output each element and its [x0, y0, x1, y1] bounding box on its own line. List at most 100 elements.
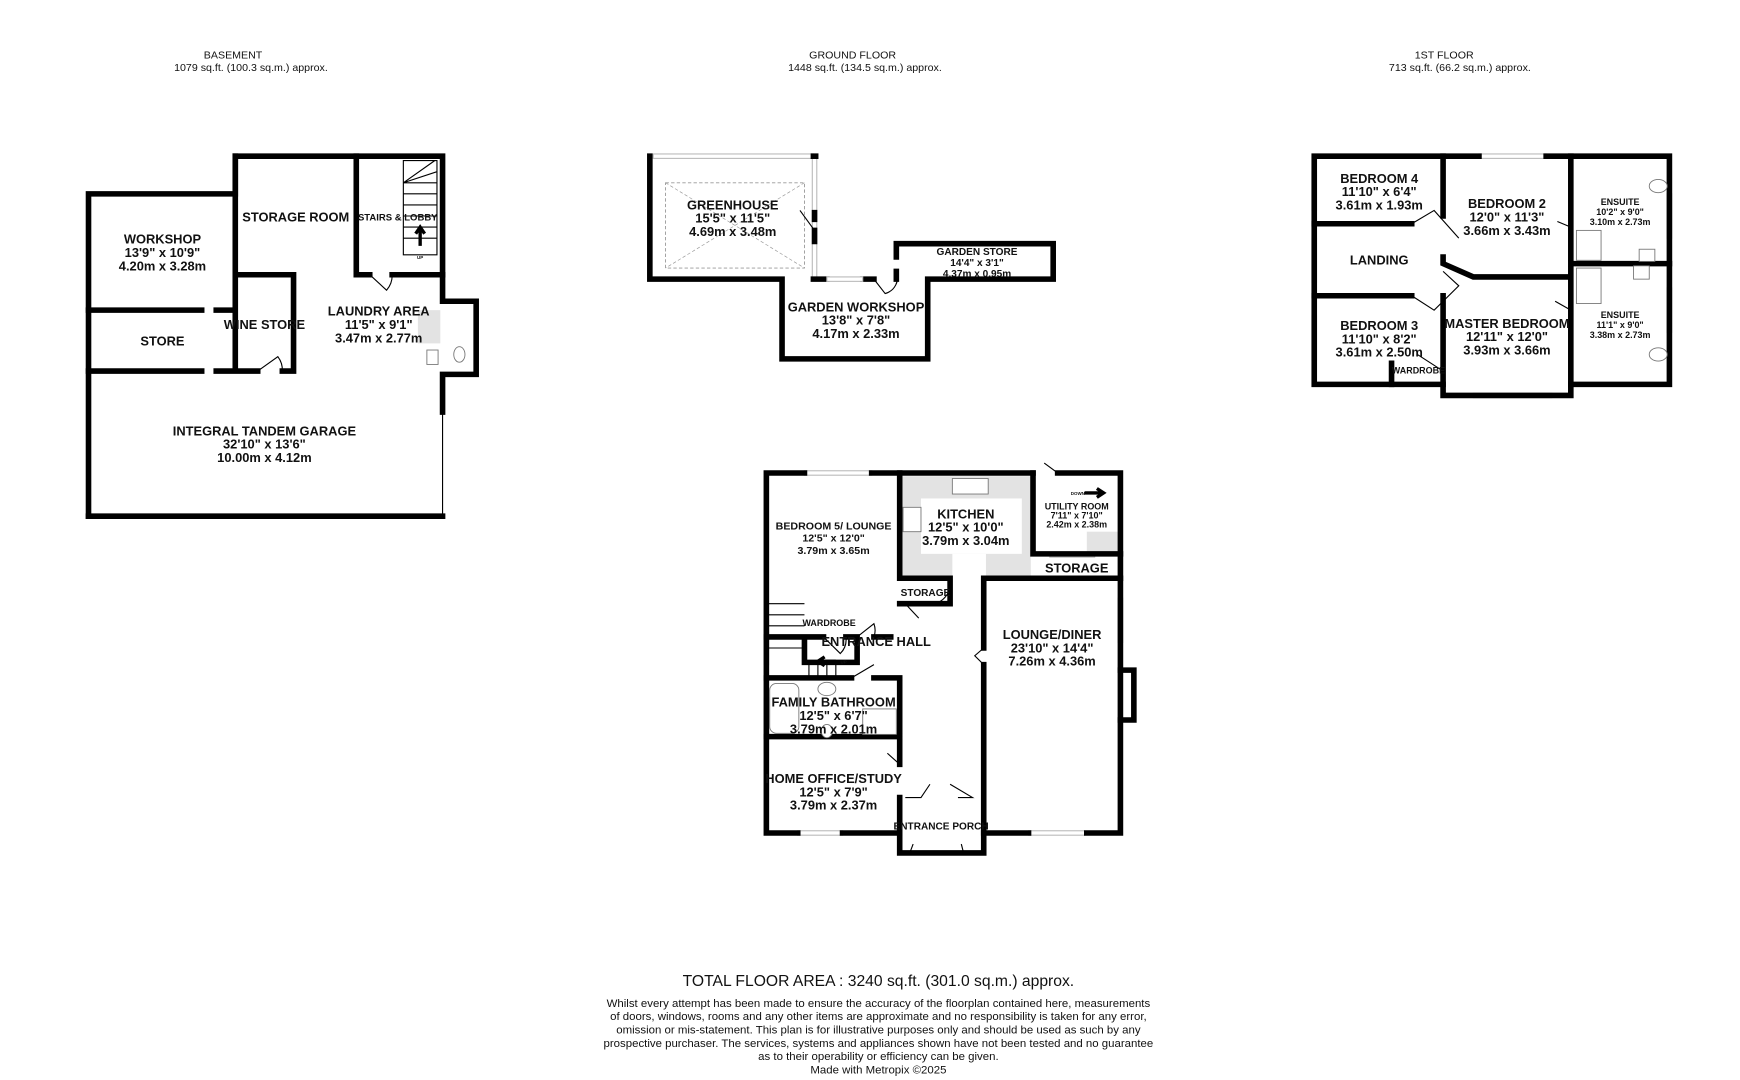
door-swing-icon — [369, 274, 393, 292]
utility-counter — [1086, 531, 1119, 552]
room-metric: 3.93m x 3.66m — [1463, 343, 1550, 358]
laundry-counter — [417, 310, 441, 344]
room-metric: 3.79m x 3.04m — [922, 533, 1009, 548]
room-metric: 3.10m x 2.73m — [1590, 217, 1651, 227]
ground-stairs — [768, 603, 837, 676]
room-metric: 3.66m x 3.43m — [1463, 223, 1550, 238]
room-imperial: 12'0" x 11'3" — [1470, 210, 1545, 225]
room-ensuite-1: ENSUITE 10'2" x 9'0" 3.10m x 2.73m — [1590, 197, 1651, 227]
room-metric: 7.26m x 4.36m — [1008, 654, 1095, 669]
room-imperial: 32'10" x 13'6" — [223, 437, 306, 452]
greenhouse-bench — [665, 182, 805, 269]
ground-floor-header: GROUND FLOOR 1448 sq.ft. (134.5 sq.m.) a… — [788, 50, 942, 74]
room-storage: STORAGE — [1045, 561, 1109, 576]
shower-icon — [1575, 267, 1602, 304]
credit: Made with Metropix ©2025 — [810, 1064, 946, 1076]
up-arrow-icon — [814, 655, 836, 668]
ground-floor-plan: UP DOWN BEDROOM 5/ LOUNGE 12'5" x 12'0" … — [763, 462, 1137, 856]
room-imperial: 12'5" x 6'7" — [799, 708, 867, 723]
first-floor-area: 713 sq.ft. (66.2 sq.m.) approx. — [1389, 62, 1531, 74]
room-metric: 3.61m x 2.50m — [1336, 345, 1423, 360]
window — [652, 153, 814, 159]
basement-plan: UP WORKSHOP 13'9" x 10'9" 4.20m x 3.28m … — [85, 153, 479, 519]
room-metric: 3.38m x 2.73m — [1590, 330, 1651, 340]
room-name: BEDROOM 3 — [1340, 318, 1418, 333]
basin-icon — [1638, 248, 1656, 262]
up-label: UP — [841, 660, 847, 665]
room-landing: LANDING — [1350, 253, 1409, 268]
room-bedroom-2: BEDROOM 2 12'0" x 11'3" 3.66m x 3.43m — [1463, 196, 1550, 237]
room-imperial: 11'10" x 8'2" — [1342, 331, 1417, 346]
window — [1478, 153, 1547, 159]
fireplace — [1117, 667, 1137, 723]
basement-title: BASEMENT — [204, 50, 263, 62]
basement-stairs: UP — [402, 160, 438, 260]
room-metric: 3.79m x 3.65m — [798, 545, 870, 557]
room-storage: STORAGE — [901, 588, 951, 599]
room-name: MASTER BEDROOM — [1444, 316, 1569, 331]
room-metric: 10.00m x 4.12m — [217, 450, 311, 465]
room-storage-room: STORAGE ROOM — [242, 210, 349, 225]
window — [803, 470, 873, 476]
basin-icon — [817, 681, 837, 697]
up-arrow-icon — [414, 224, 427, 246]
room-family-bathroom: FAMILY BATHROOM 12'5" x 6'7" 3.79m x 2.0… — [772, 695, 896, 736]
room-metric: 4.37m x 0.95m — [943, 269, 1011, 280]
window — [826, 276, 864, 282]
room-name: BEDROOM 5/ LOUNGE — [776, 521, 892, 533]
room-name: LAUNDRY AREA — [328, 304, 430, 319]
room-bedroom-4: BEDROOM 4 11'10" x 6'4" 3.61m x 1.93m — [1336, 171, 1423, 212]
room-garage: INTEGRAL TANDEM GARAGE 32'10" x 13'6" 10… — [173, 423, 357, 464]
room-bedroom-3: BEDROOM 3 11'10" x 8'2" 3.61m x 2.50m — [1336, 318, 1423, 359]
ground-floor-area: 1448 sq.ft. (134.5 sq.m.) approx. — [788, 62, 942, 74]
room-name: GARDEN WORKSHOP — [788, 299, 925, 314]
room-name: LOUNGE/DINER — [1003, 627, 1102, 642]
room-metric: 4.17m x 2.33m — [812, 326, 899, 341]
toilet-icon — [1648, 347, 1668, 362]
disclaimer-line: as to their operability or efficiency ca… — [758, 1051, 998, 1063]
room-name: UTILITY ROOM — [1045, 502, 1109, 512]
room-imperial: 7'11" x 7'10" — [1051, 510, 1103, 520]
room-master-bedroom: MASTER BEDROOM 12'11" x 12'0" 3.93m x 3.… — [1444, 316, 1569, 357]
room-garden-store: GARDEN STORE 14'4" x 3'1" 4.37m x 0.95m — [937, 247, 1018, 280]
room-metric: 2.42m x 2.38m — [1046, 519, 1107, 529]
disclaimer-line: Whilst every attempt has been made to en… — [607, 998, 1151, 1010]
door-swing-icon — [823, 462, 1059, 854]
kitchen-floor — [920, 498, 1022, 554]
room-name: BEDROOM 2 — [1468, 196, 1546, 211]
room-imperial: 11'10" x 6'4" — [1342, 184, 1417, 199]
room-bedroom-5-lounge: BEDROOM 5/ LOUNGE 12'5" x 12'0" 3.79m x … — [776, 521, 892, 557]
sink-icon — [426, 349, 439, 365]
room-metric: 4.69m x 3.48m — [689, 224, 776, 239]
room-garden-workshop: GARDEN WORKSHOP 13'8" x 7'8" 4.17m x 2.3… — [788, 299, 925, 340]
sink-icon — [951, 478, 989, 495]
room-imperial: 12'5" x 12'0" — [802, 533, 864, 545]
room-ensuite-2: ENSUITE 11'1" x 9'0" 3.38m x 2.73m — [1590, 310, 1651, 340]
room-home-office: HOME OFFICE/STUDY 12'5" x 7'9" 3.79m x 2… — [765, 771, 902, 812]
room-name: FAMILY BATHROOM — [772, 695, 896, 710]
basement-header: BASEMENT 1079 sq.ft. (100.3 sq.m.) appro… — [174, 50, 328, 74]
room-store: STORE — [140, 334, 185, 349]
room-wine-store: WINE STORE — [224, 317, 306, 332]
footer: TOTAL FLOOR AREA : 3240 sq.ft. (301.0 sq… — [604, 973, 1154, 1076]
room-stairs-lobby: STAIRS & LOBBY — [358, 212, 438, 223]
first-floor-header: 1ST FLOOR 713 sq.ft. (66.2 sq.m.) approx… — [1389, 50, 1531, 74]
window — [797, 830, 844, 836]
room-kitchen: KITCHEN 12'5" x 10'0" 3.79m x 3.04m — [922, 506, 1009, 547]
room-imperial: 13'9" x 10'9" — [125, 245, 201, 260]
room-name: HOME OFFICE/STUDY — [765, 771, 902, 786]
toilet-icon — [820, 723, 833, 739]
shower-icon — [1575, 229, 1602, 261]
total-floor-area: TOTAL FLOOR AREA : 3240 sq.ft. (301.0 sq… — [683, 973, 1075, 990]
room-imperial: 10'2" x 9'0" — [1596, 207, 1644, 217]
room-name: GREENHOUSE — [687, 197, 779, 212]
room-imperial: 11'1" x 9'0" — [1597, 320, 1644, 330]
room-name: ENSUITE — [1601, 197, 1640, 207]
room-metric: 3.61m x 1.93m — [1336, 197, 1423, 212]
room-wardrobe: WARDROBE — [802, 618, 855, 628]
down-arrow-icon — [1084, 487, 1107, 499]
room-metric: 3.79m x 2.01m — [790, 721, 877, 736]
room-utility: UTILITY ROOM 7'11" x 7'10" 2.42m x 2.38m — [1045, 502, 1109, 530]
bath-icon — [769, 683, 800, 734]
